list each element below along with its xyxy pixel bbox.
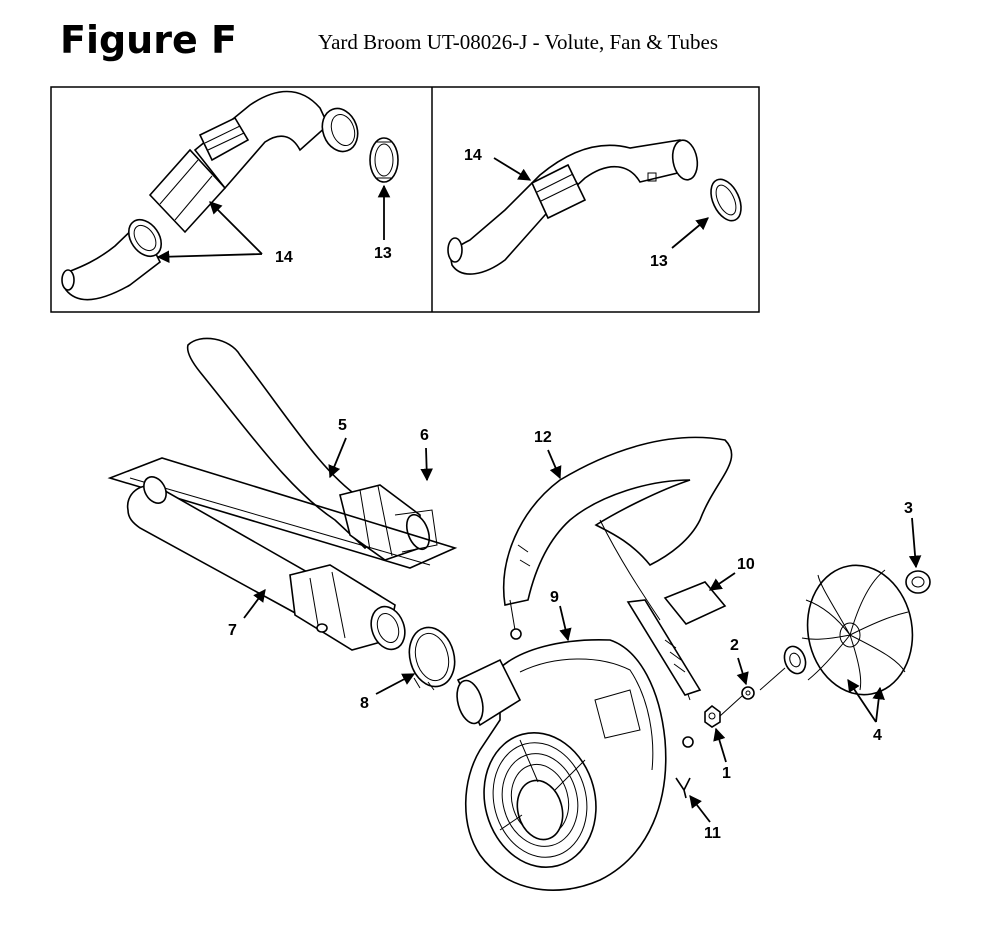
figure-title: Figure F [60,18,237,62]
figure-subtitle: Yard Broom UT-08026-J - Volute, Fan & Tu… [318,30,719,54]
fan-assembly [759,564,914,696]
callout-14-inset-left: 14 [275,249,293,266]
callout-5: 5 [338,417,347,434]
hardware-small [675,686,755,799]
decal [663,581,727,625]
tube-mat [107,457,458,569]
callout-9: 9 [550,589,559,606]
callout-8: 8 [360,695,369,712]
callout-6: 6 [420,427,429,444]
callout-4: 4 [873,727,882,744]
straight-tube [126,476,406,651]
callout-3: 3 [904,500,913,517]
callout-13-inset-left: 13 [374,245,392,262]
callout-14-inset-right: 14 [464,147,482,164]
inset-panels [50,86,760,313]
callout-2: 2 [730,637,739,654]
callout-13-inset-right: 13 [650,253,668,270]
callout-1: 1 [722,765,731,782]
leader-arrows [156,157,922,823]
callout-12: 12 [534,429,552,446]
shoulder-strap [502,436,733,748]
fan-nut [905,570,931,594]
callout-labels: 14 13 14 13 5 6 12 3 10 9 7 2 8 4 1 11 [228,147,913,842]
flex-hose [186,337,438,561]
volute-housing [456,638,667,891]
callout-11: 11 [704,825,721,842]
clamp-ring [408,626,456,691]
callout-7: 7 [228,622,237,639]
inset-left-tubes [61,90,399,301]
inset-right-tube [447,139,742,275]
callout-10: 10 [737,556,755,573]
inset-frame [50,86,760,313]
